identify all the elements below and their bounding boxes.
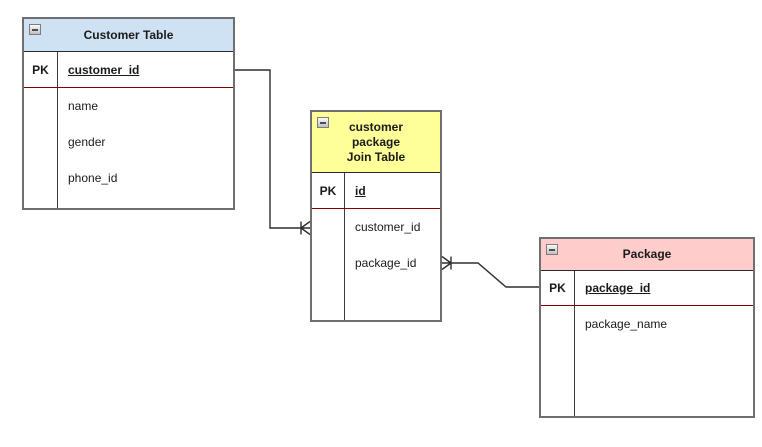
field-row-package-id[interactable]: package_id xyxy=(355,256,417,270)
field-row-name[interactable]: name xyxy=(68,99,99,113)
entity-body: customer_id package_id xyxy=(312,209,440,320)
pk-row[interactable]: PK id xyxy=(312,173,440,209)
entity-title: customer package Join Table xyxy=(346,119,406,164)
field-row-package-name[interactable]: package_name xyxy=(585,317,668,331)
pk-field-customer-id: customer_id xyxy=(68,62,140,77)
pk-field-package-id: package_id xyxy=(585,281,651,295)
entity-body: name gender phone_id xyxy=(24,88,233,208)
pk-label: PK xyxy=(312,173,345,208)
pk-column-gutter xyxy=(312,209,345,320)
entity-title: Package xyxy=(622,247,672,261)
entity-header-join[interactable]: customer package Join Table xyxy=(312,112,440,173)
entity-package-table[interactable]: Package PK package_id package_name xyxy=(539,237,755,418)
entity-header-package[interactable]: Package xyxy=(541,239,753,271)
minus-glyph xyxy=(320,121,326,124)
collapse-icon[interactable] xyxy=(317,117,329,128)
relationship-line-customer-join xyxy=(235,69,301,229)
minus-glyph xyxy=(549,248,555,251)
pk-label: PK xyxy=(24,52,58,87)
field-row-customer-id[interactable]: customer_id xyxy=(355,220,421,234)
crow-foot-many-icon xyxy=(300,220,311,236)
field-row-gender[interactable]: gender xyxy=(68,135,106,149)
relationship-line-package-join xyxy=(451,262,539,288)
entity-join-table[interactable]: customer package Join Table PK id custom… xyxy=(310,110,442,322)
pk-field-id: id xyxy=(355,183,366,198)
entity-customer-table[interactable]: Customer Table PK customer_id name gende… xyxy=(22,17,235,210)
pk-column-gutter xyxy=(24,88,58,208)
crow-foot-many-icon xyxy=(441,255,452,271)
entity-header-customer[interactable]: Customer Table xyxy=(24,19,233,52)
pk-column-gutter xyxy=(541,306,575,416)
entity-title: Customer Table xyxy=(83,27,174,42)
pk-row[interactable]: PK package_id xyxy=(541,271,753,306)
minus-glyph xyxy=(32,28,38,31)
pk-label: PK xyxy=(541,271,575,305)
collapse-icon[interactable] xyxy=(546,244,558,255)
collapse-icon[interactable] xyxy=(29,24,41,35)
pk-row[interactable]: PK customer_id xyxy=(24,52,233,88)
field-row-phone-id[interactable]: phone_id xyxy=(68,171,118,185)
entity-body: package_name xyxy=(541,306,753,416)
